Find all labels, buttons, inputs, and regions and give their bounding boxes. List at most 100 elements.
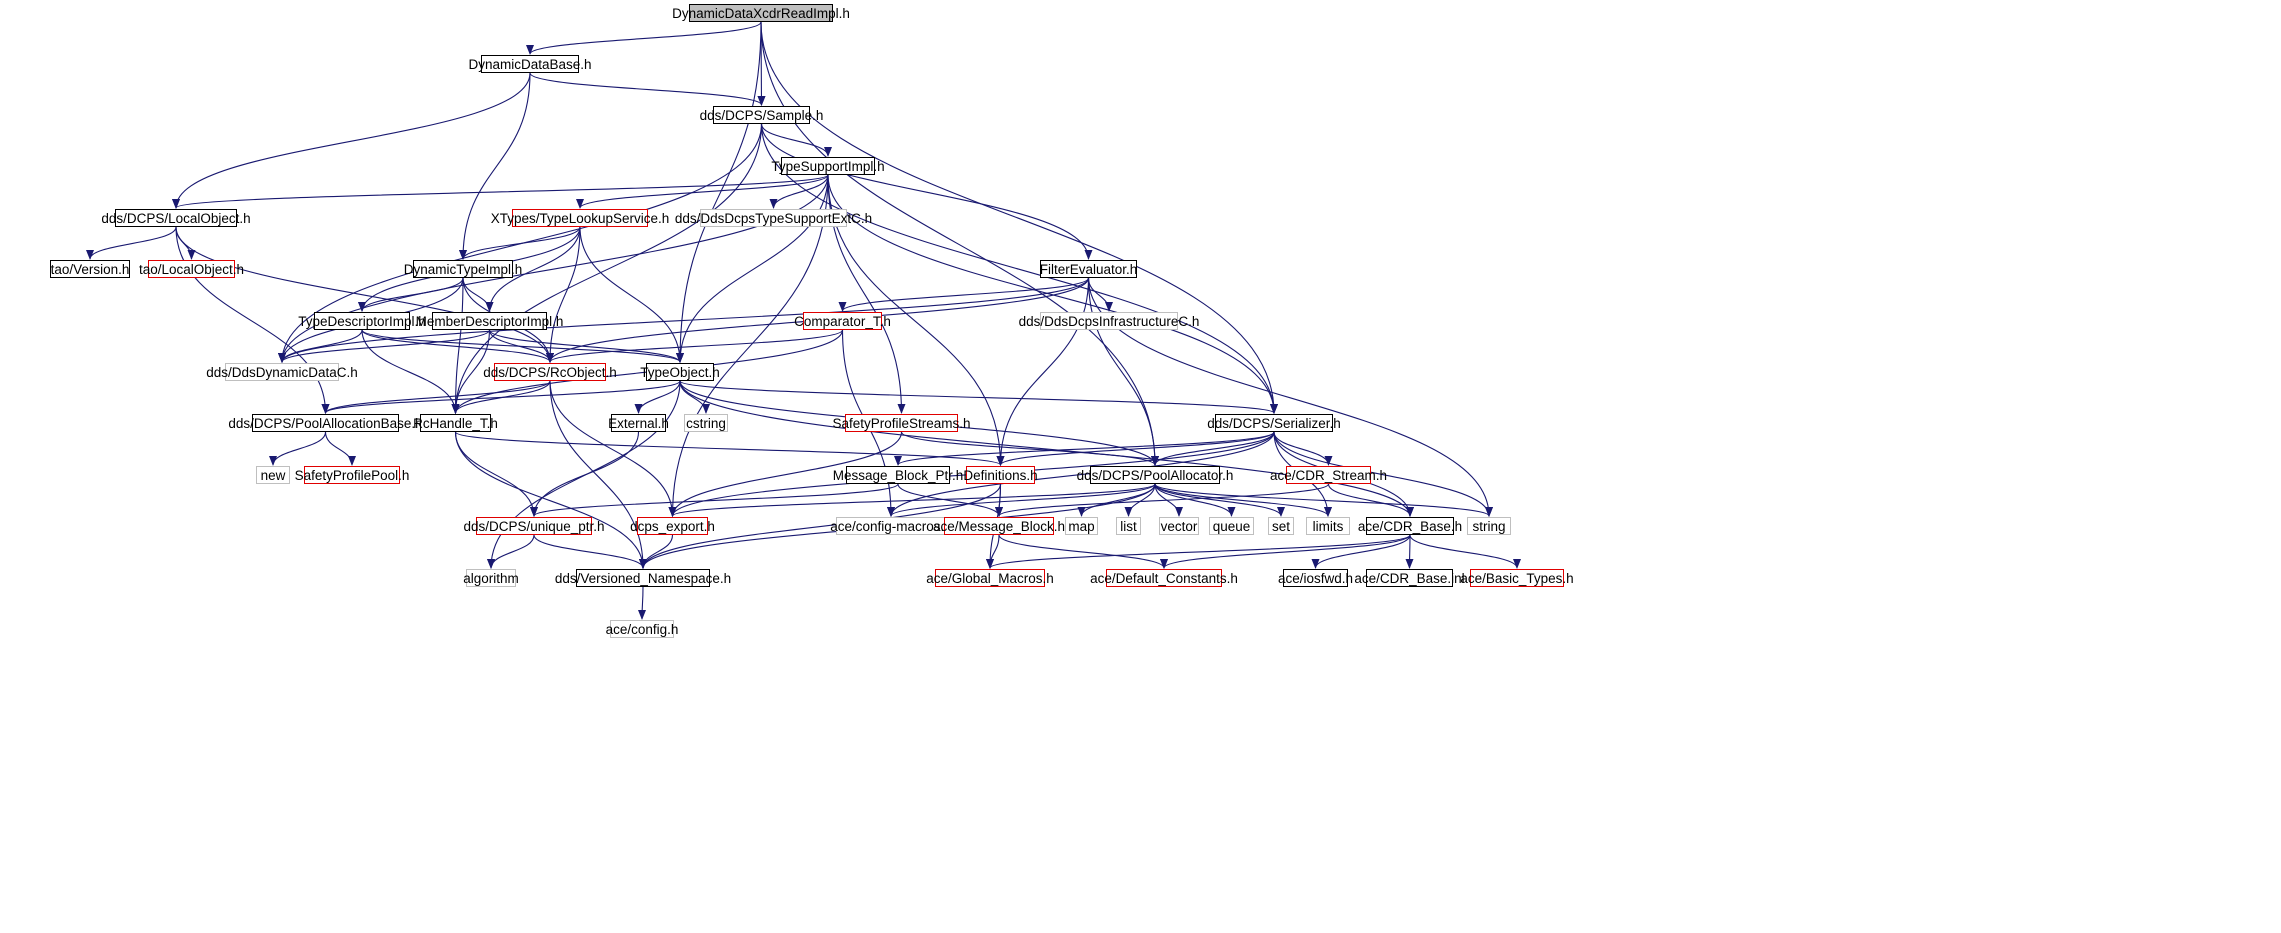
edge-tsi-to-to xyxy=(676,174,829,363)
graph-node-mdi[interactable]: MemberDescriptorImpl.h xyxy=(415,312,564,330)
edge-sps-to-pa xyxy=(900,431,1159,466)
edge-pa-to-queue xyxy=(1154,483,1236,517)
edge-fe-to-ddsdyn xyxy=(278,277,1090,363)
edge-ddb-to-dti xyxy=(459,72,531,260)
graph-node-uptr[interactable]: dds/DCPS/unique_ptr.h xyxy=(463,517,605,535)
graph-node-rco[interactable]: dds/DCPS/RcObject.h xyxy=(483,363,617,381)
edge-to-to-ser xyxy=(679,380,1278,414)
graph-node-dti[interactable]: DynamicTypeImpl.h xyxy=(403,260,523,278)
edge-pab-to-new xyxy=(269,431,327,466)
graph-node-pa[interactable]: dds/DCPS/PoolAllocator.h xyxy=(1076,466,1234,484)
graph-node-tsi[interactable]: TypeSupportImpl.h xyxy=(771,157,885,175)
graph-node-gm[interactable]: ace/Global_Macros.h xyxy=(926,569,1054,587)
graph-node-limits: limits xyxy=(1306,517,1350,535)
edge-rch-to-vns xyxy=(454,431,647,569)
edge-tdi-to-to xyxy=(361,329,684,363)
graph-node-dc[interactable]: ace/Default_Constants.h xyxy=(1090,569,1238,587)
graph-node-mbp[interactable]: Message_Block_Ptr.h xyxy=(832,466,964,484)
edge-mdi-to-rch xyxy=(451,329,491,414)
edge-cdrb-to-dc xyxy=(1160,534,1411,569)
edge-mdi-to-to xyxy=(488,329,684,363)
edge-ser-to-mbp xyxy=(894,431,1275,466)
edge-pab-to-spp xyxy=(324,431,356,466)
edge-sample-to-rch xyxy=(451,123,763,414)
graph-node-algo: algorithm xyxy=(463,569,519,587)
edge-cdrb-to-iosfwd xyxy=(1311,534,1411,569)
edge-dti-to-rch xyxy=(451,277,464,414)
graph-node-taolo[interactable]: tao/LocalObject.h xyxy=(138,260,245,278)
edge-to-to-ext xyxy=(634,380,681,414)
graph-node-cdrs[interactable]: ace/CDR_Stream.h xyxy=(1269,466,1388,484)
graph-node-fe[interactable]: FilterEvaluator.h xyxy=(1039,260,1138,278)
edge-uptr-to-vns xyxy=(533,534,647,569)
edge-cdrs-to-amb xyxy=(995,483,1330,517)
graph-node-vns[interactable]: dds/Versioned_Namespace.h xyxy=(554,569,732,587)
edge-pa-to-string xyxy=(1154,483,1493,517)
graph-node-cfgm: ace/config-macros.h xyxy=(830,517,952,535)
graph-node-vector: vector xyxy=(1159,517,1199,535)
graph-node-ddsdts: dds/DdsDcpsTypeSupportExtC.h xyxy=(674,209,873,227)
edge-mdi-to-ddsdyn xyxy=(278,329,491,363)
graph-node-root: DynamicDataXcdrReadImpl.h xyxy=(672,4,850,22)
graph-node-to[interactable]: TypeObject.h xyxy=(640,363,720,381)
graph-node-defs[interactable]: Definitions.h xyxy=(963,466,1038,484)
edge-root-to-pa xyxy=(760,21,1159,466)
edge-pa-to-cfgm xyxy=(887,483,1156,517)
graph-node-cdrbinl[interactable]: ace/CDR_Base.inl xyxy=(1354,569,1465,587)
graph-node-ddsdyn: dds/DdsDynamicDataC.h xyxy=(206,363,358,381)
edge-rch-to-defs xyxy=(454,431,1005,466)
edge-rco-to-dexp xyxy=(549,380,677,517)
graph-node-ext[interactable]: External.h xyxy=(608,414,669,432)
graph-node-sps[interactable]: SafetyProfileStreams.h xyxy=(832,414,971,432)
edge-fe-to-comp xyxy=(838,277,1090,312)
graph-node-list: list xyxy=(1116,517,1141,535)
edge-ser-to-cfgm xyxy=(887,431,1275,517)
edge-cdrb-to-cdrbinl xyxy=(1405,534,1414,569)
graph-node-dexp[interactable]: dcps_export.h xyxy=(630,517,715,535)
graph-node-acecfg: ace/config.h xyxy=(605,620,679,638)
graph-node-cstring: cstring xyxy=(684,414,728,432)
edge-tls-to-rco xyxy=(546,226,581,363)
edge-cdrs-to-cdrb xyxy=(1327,483,1414,517)
graph-node-rch[interactable]: RcHandle_T.h xyxy=(413,414,498,432)
edge-defs-to-vns xyxy=(639,483,1002,569)
edge-tsi-to-tls xyxy=(576,174,829,209)
edge-root-to-ser xyxy=(760,21,1278,414)
graph-node-amb[interactable]: ace/Message_Block.h xyxy=(932,517,1066,535)
graph-node-sample[interactable]: dds/DCPS/Sample.h xyxy=(699,106,824,124)
edge-sample-to-tsi xyxy=(760,123,832,157)
edge-ddb-to-sample xyxy=(529,72,766,106)
edge-mbp-to-uptr xyxy=(530,483,899,517)
graph-node-spp[interactable]: SafetyProfilePool.h xyxy=(294,466,410,484)
edge-ddb-to-lo xyxy=(172,72,531,209)
graph-node-tls[interactable]: XTypes/TypeLookupService.h xyxy=(490,209,670,227)
edge-cdrb-to-bt xyxy=(1409,534,1521,569)
graph-node-new: new xyxy=(256,466,290,484)
graph-node-ser[interactable]: dds/DCPS/Serializer.h xyxy=(1207,414,1341,432)
edge-amb-to-gm xyxy=(986,534,1000,569)
edge-ser-to-pa xyxy=(1151,431,1275,466)
edge-rco-to-vns xyxy=(549,380,647,569)
graph-node-taover[interactable]: tao/Version.h xyxy=(50,260,130,278)
edge-amb-to-dc xyxy=(998,534,1168,569)
graph-node-cdrb[interactable]: ace/CDR_Base.h xyxy=(1357,517,1463,535)
graph-node-lo[interactable]: dds/DCPS/LocalObject.h xyxy=(101,209,251,227)
edge-root-to-ddb xyxy=(526,21,762,55)
graph-node-comp[interactable]: Comparator_T.h xyxy=(794,312,891,330)
edge-tsi-to-ddsdts xyxy=(769,174,829,209)
edge-fe-to-pa xyxy=(1087,277,1159,466)
edge-ser-to-cdrs xyxy=(1273,431,1333,466)
edge-sample-to-ser xyxy=(760,123,1278,414)
edge-rch-to-uptr xyxy=(454,431,538,517)
graph-node-ddb[interactable]: DynamicDataBase.h xyxy=(468,55,592,73)
edge-tls-to-mdi xyxy=(485,226,581,312)
graph-node-bt[interactable]: ace/Basic_Types.h xyxy=(1460,569,1574,587)
graph-node-pab[interactable]: dds/DCPS/PoolAllocationBase.h xyxy=(228,414,423,432)
edge-mdi-to-rco xyxy=(488,329,554,363)
graph-node-tdi[interactable]: TypeDescriptorImpl.h xyxy=(298,312,426,330)
edge-tdi-to-rco xyxy=(361,329,554,363)
graph-node-map: map xyxy=(1065,517,1098,535)
graph-node-iosfwd[interactable]: ace/iosfwd.h xyxy=(1277,569,1354,587)
